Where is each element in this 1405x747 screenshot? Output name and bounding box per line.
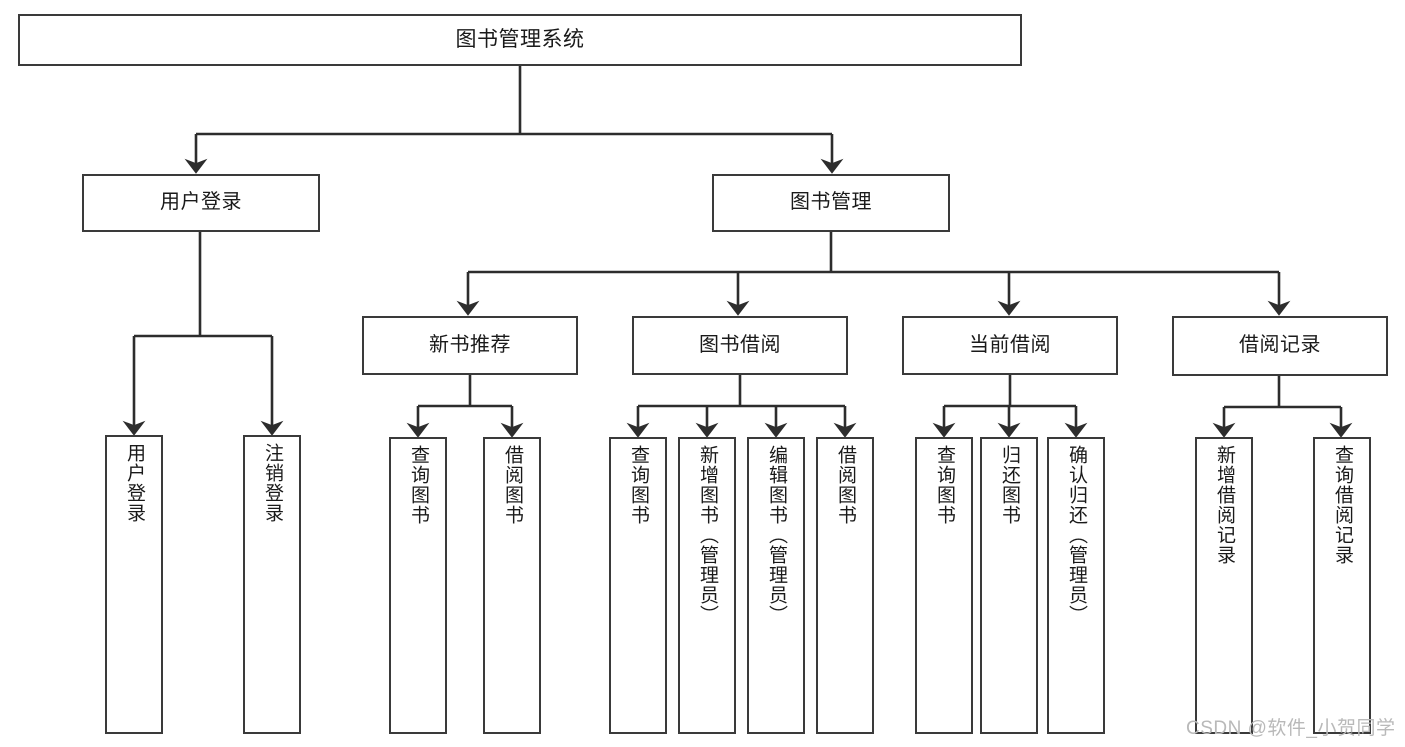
leaf-record-query-label: 查询借阅记录 bbox=[1331, 445, 1353, 565]
node-book-borrow-label: 图书借阅 bbox=[699, 333, 781, 356]
leaf-borrow-borrow-book[interactable]: 借阅图书 bbox=[816, 437, 874, 734]
leaf-recommend-query-book[interactable]: 查询图书 bbox=[389, 437, 447, 734]
leaf-logout-label: 注销登录 bbox=[261, 443, 283, 523]
leaf-user-login[interactable]: 用户登录 bbox=[105, 435, 163, 734]
node-root-label: 图书管理系统 bbox=[455, 27, 585, 51]
leaf-current-return-book-label: 归还图书 bbox=[998, 445, 1020, 525]
leaf-recommend-query-book-label: 查询图书 bbox=[407, 445, 429, 525]
node-borrow-record-label: 借阅记录 bbox=[1239, 334, 1321, 357]
node-borrow-record[interactable]: 借阅记录 bbox=[1172, 316, 1388, 376]
watermark-text: CSDN @软件_小贺同学 bbox=[1186, 718, 1396, 739]
leaf-recommend-borrow-book[interactable]: 借阅图书 bbox=[483, 437, 541, 734]
leaf-current-query-book[interactable]: 查询图书 bbox=[915, 437, 973, 734]
leaf-recommend-borrow-book-label: 借阅图书 bbox=[501, 445, 523, 525]
node-root[interactable]: 图书管理系统 bbox=[18, 14, 1022, 66]
leaf-record-add[interactable]: 新增借阅记录 bbox=[1195, 437, 1253, 734]
leaf-borrow-add-book-label: 新增图书（管理员） bbox=[696, 445, 718, 625]
node-book-management-label: 图书管理 bbox=[790, 191, 872, 214]
leaf-borrow-query-book[interactable]: 查询图书 bbox=[609, 437, 667, 734]
node-user-login-label: 用户登录 bbox=[160, 191, 242, 214]
leaf-borrow-add-book[interactable]: 新增图书（管理员） bbox=[678, 437, 736, 734]
leaf-current-confirm-return[interactable]: 确认归还（管理员） bbox=[1047, 437, 1105, 734]
leaf-user-login-label: 用户登录 bbox=[123, 443, 145, 523]
leaf-logout[interactable]: 注销登录 bbox=[243, 435, 301, 734]
leaf-record-query[interactable]: 查询借阅记录 bbox=[1313, 437, 1371, 734]
leaf-current-confirm-return-label: 确认归还（管理员） bbox=[1065, 445, 1087, 625]
node-new-book-recommend[interactable]: 新书推荐 bbox=[362, 316, 578, 375]
node-new-book-recommend-label: 新书推荐 bbox=[429, 333, 511, 356]
node-book-management[interactable]: 图书管理 bbox=[712, 174, 950, 232]
node-user-login[interactable]: 用户登录 bbox=[82, 174, 320, 232]
leaf-borrow-borrow-book-label: 借阅图书 bbox=[834, 445, 856, 525]
leaf-borrow-edit-book-label: 编辑图书（管理员） bbox=[765, 445, 787, 625]
leaf-borrow-query-book-label: 查询图书 bbox=[627, 445, 649, 525]
node-book-borrow[interactable]: 图书借阅 bbox=[632, 316, 848, 375]
leaf-borrow-edit-book[interactable]: 编辑图书（管理员） bbox=[747, 437, 805, 734]
node-current-borrow-label: 当前借阅 bbox=[969, 333, 1051, 356]
leaf-current-query-book-label: 查询图书 bbox=[933, 445, 955, 525]
node-current-borrow[interactable]: 当前借阅 bbox=[902, 316, 1118, 375]
leaf-record-add-label: 新增借阅记录 bbox=[1213, 445, 1235, 565]
leaf-current-return-book[interactable]: 归还图书 bbox=[980, 437, 1038, 734]
